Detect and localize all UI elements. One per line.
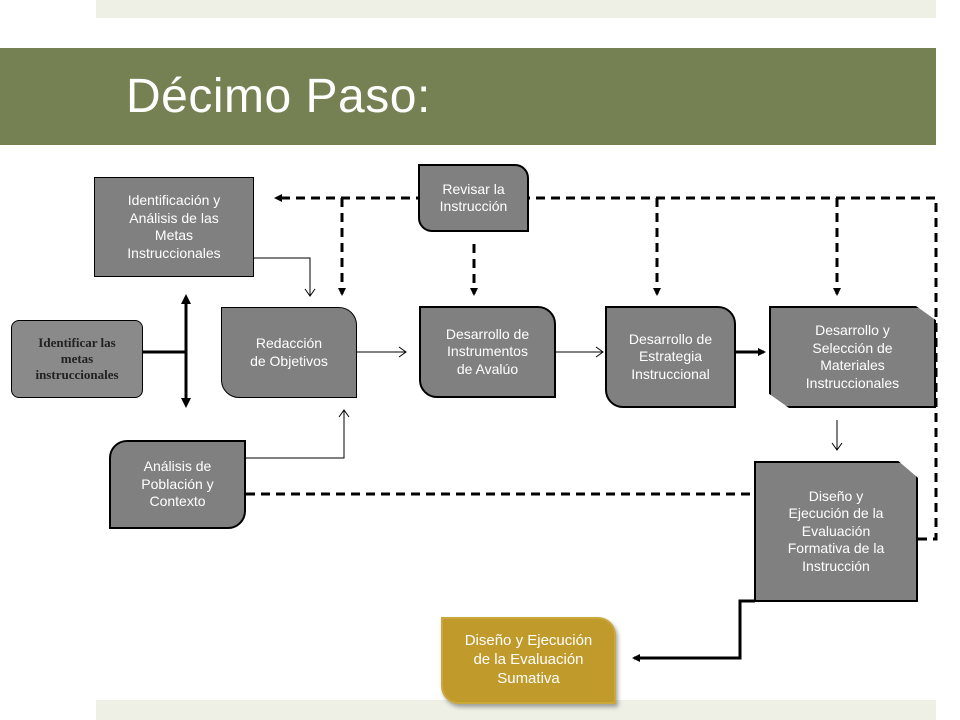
box-redaccion-objetivos: Redacción de Objetivos bbox=[221, 307, 357, 398]
slide-title: Décimo Paso: bbox=[126, 70, 431, 123]
box-evaluacion-sumativa-label: Diseño y Ejecución de la Evaluación Suma… bbox=[464, 632, 593, 687]
thin-arrows bbox=[246, 257, 843, 459]
feedback-loop-right bbox=[274, 194, 938, 541]
box-evaluacion-formativa-label: Diseño y Ejecución de la Evaluación Form… bbox=[787, 487, 885, 574]
box-desarrollo-materiales-label: Desarrollo y Selección de Materiales Ins… bbox=[805, 322, 900, 391]
box-identificar-metas-label: Identificar las metas instruccionales bbox=[35, 334, 119, 383]
box-redaccion-objetivos-label: Redacción de Objetivos bbox=[250, 335, 328, 369]
box-desarrollo-estrategia-label: Desarrollo de Estrategia Instruccional bbox=[628, 330, 713, 382]
box-identificacion-analisis-label: Identificación y Análisis de las Metas I… bbox=[127, 192, 221, 261]
thick-arrows bbox=[143, 294, 766, 662]
box-evaluacion-formativa: Diseño y Ejecución de la Evaluación Form… bbox=[754, 461, 918, 602]
box-analisis-poblacion: Análisis de Población y Contexto bbox=[109, 440, 246, 529]
arrow-formativa-to-sumativa bbox=[632, 599, 755, 662]
title-bar bbox=[0, 48, 936, 145]
arrow-poblacion-to-redaccion bbox=[246, 410, 345, 459]
box-desarrollo-instrumentos: Desarrollo de Instrumentos de Avalúo bbox=[419, 306, 556, 398]
box-evaluacion-sumativa: Diseño y Ejecución de la Evaluación Suma… bbox=[441, 617, 616, 704]
bottom-decorative-band bbox=[96, 700, 936, 720]
box-identificacion-analisis: Identificación y Análisis de las Metas I… bbox=[94, 177, 254, 277]
top-decorative-band bbox=[96, 0, 936, 18]
dashed-feedback-lines bbox=[246, 194, 938, 541]
box-desarrollo-instrumentos-label: Desarrollo de Instrumentos de Avalúo bbox=[445, 325, 530, 377]
box-analisis-poblacion-label: Análisis de Población y Contexto bbox=[141, 458, 214, 510]
box-revisar-instruccion-label: Revisar la Instrucción bbox=[439, 180, 508, 215]
box-desarrollo-materiales: Desarrollo y Selección de Materiales Ins… bbox=[769, 306, 936, 408]
box-identificar-metas: Identificar las metas instruccionales bbox=[11, 320, 143, 398]
arrow-identificacion-to-redaccion bbox=[254, 257, 311, 296]
box-desarrollo-estrategia: Desarrollo de Estrategia Instruccional bbox=[605, 306, 736, 408]
box-revisar-instruccion: Revisar la Instrucción bbox=[418, 164, 529, 232]
